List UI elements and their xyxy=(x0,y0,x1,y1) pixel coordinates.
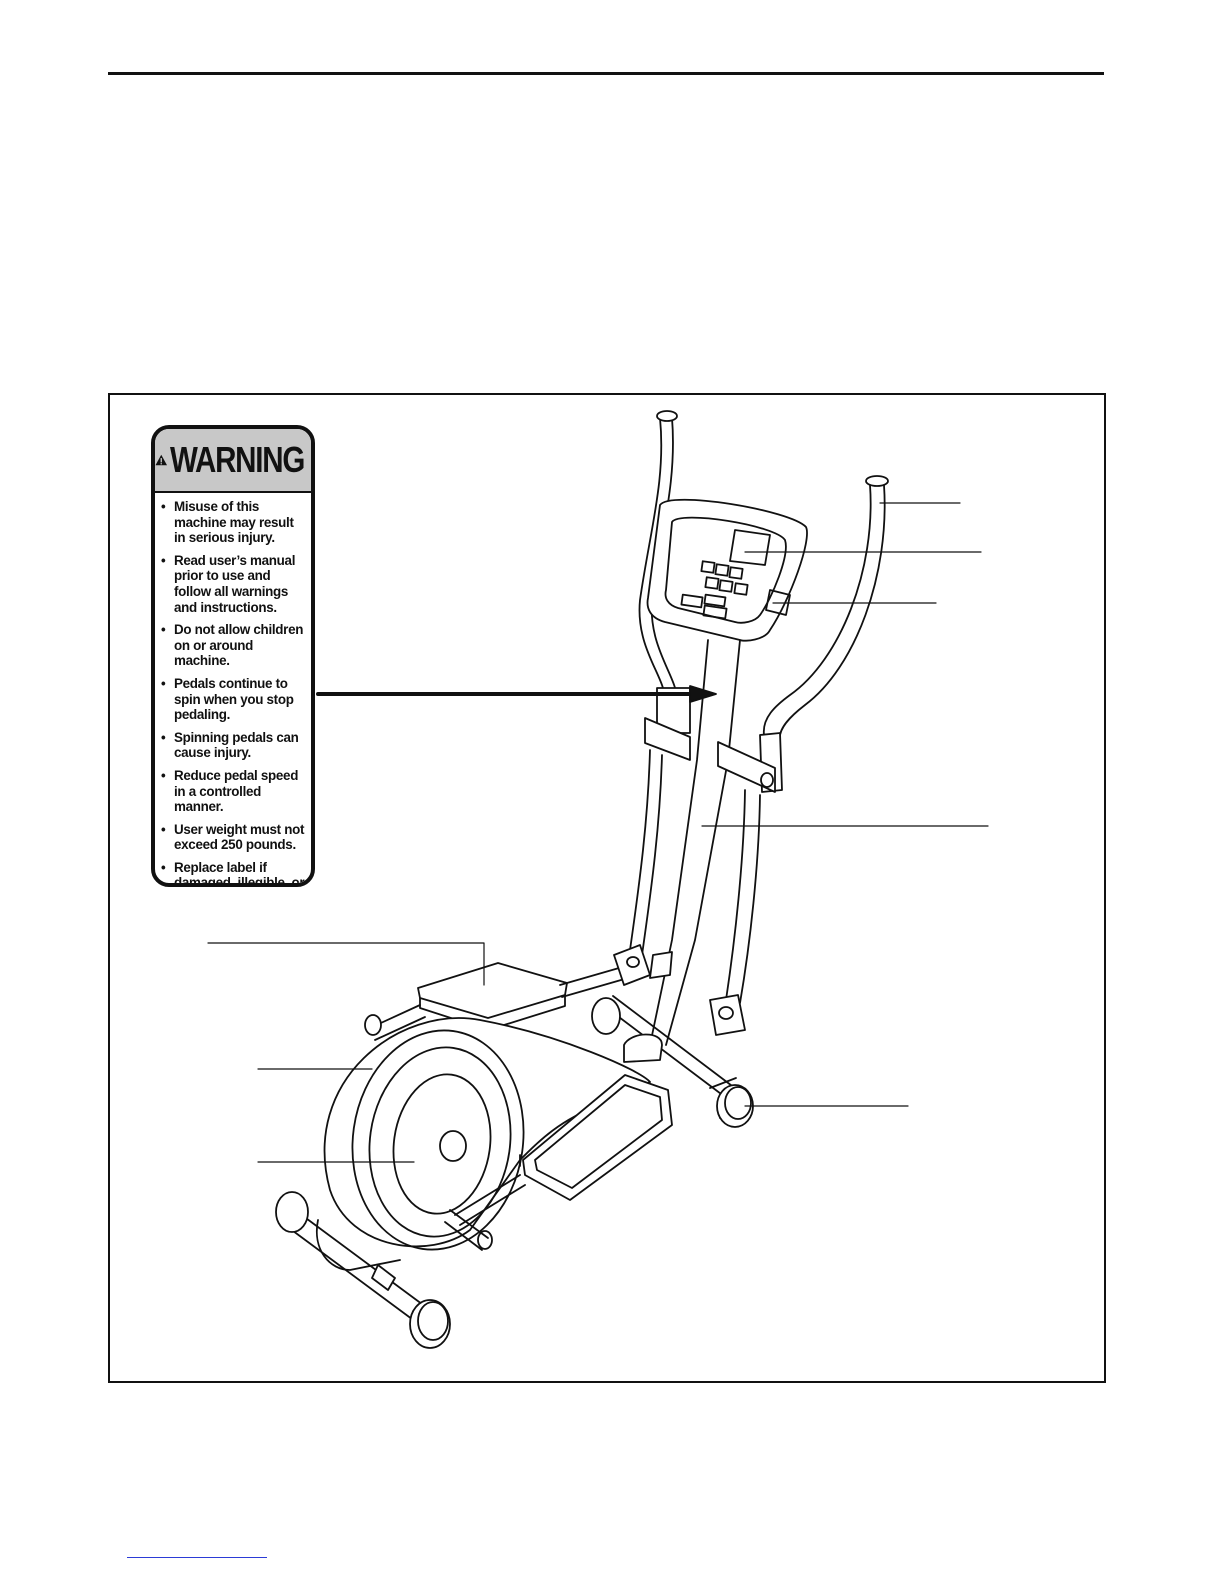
flywheel-housing xyxy=(315,1017,651,1271)
footer-link-underline[interactable] xyxy=(127,1557,267,1558)
back-pedal xyxy=(364,962,629,1041)
warning-triangle-icon xyxy=(155,454,168,466)
callout-lines xyxy=(207,502,989,1163)
warning-label-title: WARNING xyxy=(169,439,305,480)
warning-label-arrow xyxy=(316,685,717,703)
warning-item: User weight must not exceed 250 pounds. xyxy=(161,822,307,853)
rear-stabilizer xyxy=(591,995,754,1128)
warning-item: Read user’s manual prior to use and foll… xyxy=(161,553,307,615)
warning-label: WARNING Misuse of this machine may resul… xyxy=(151,425,315,887)
warning-label-header: WARNING xyxy=(155,429,311,493)
warning-label-list: Misuse of this machine may result in ser… xyxy=(155,493,311,883)
warning-item: Do not allow children on or around machi… xyxy=(161,622,307,669)
warning-item: Reduce pedal speed in a controlled manne… xyxy=(161,768,307,815)
console xyxy=(646,498,808,642)
warning-item: Spinning pedals can cause injury. xyxy=(161,730,307,761)
front-handlebar-arm xyxy=(709,475,889,1036)
top-rule xyxy=(108,72,1104,75)
front-pedal xyxy=(444,1074,673,1251)
callout-line-pedal xyxy=(207,942,485,986)
upright-post xyxy=(623,639,741,1063)
warning-item: Replace label if damaged, illegible, or … xyxy=(161,860,307,883)
front-stabilizer xyxy=(275,1191,451,1349)
warning-item: Misuse of this machine may result in ser… xyxy=(161,499,307,546)
illustration-frame xyxy=(108,393,1106,1383)
back-handlebar-arm xyxy=(613,410,691,986)
warning-item: Pedals continue to spin when you stop pe… xyxy=(161,676,307,723)
